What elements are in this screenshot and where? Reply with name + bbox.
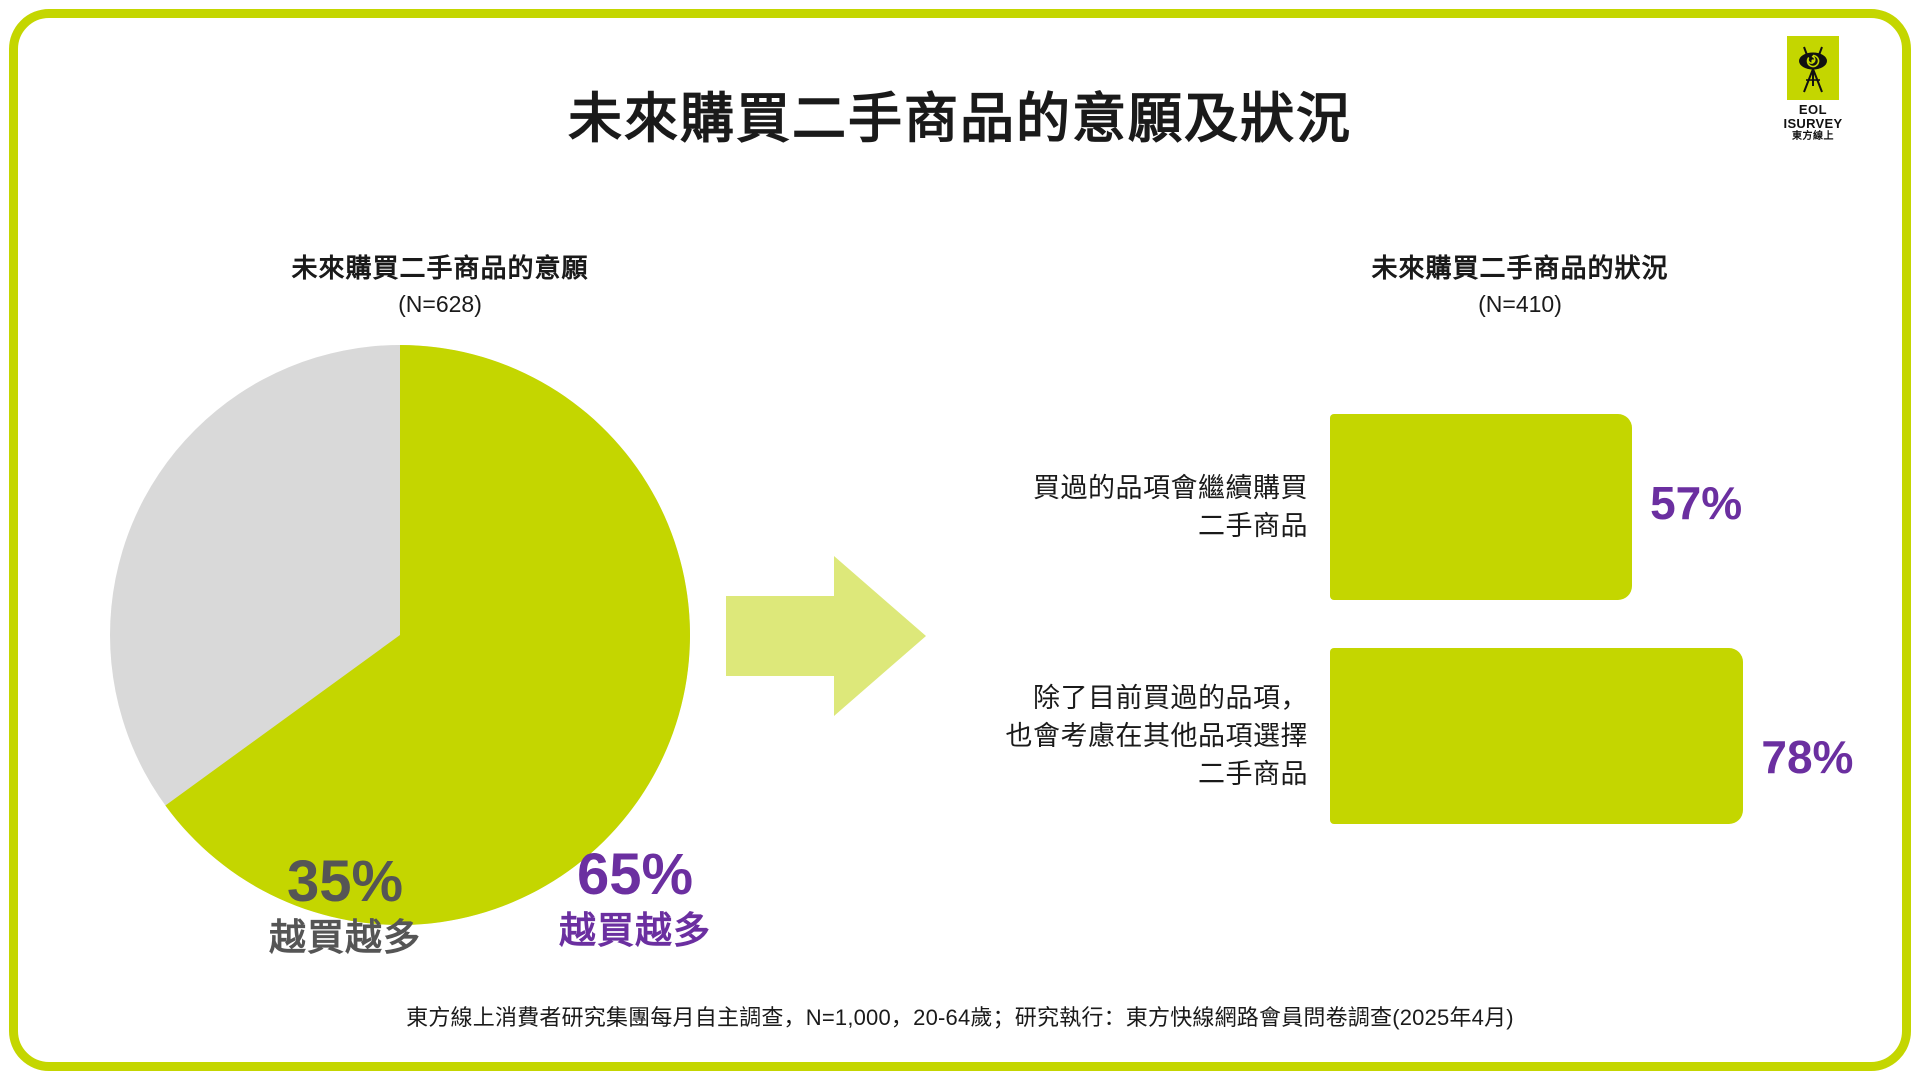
pie-gray-percent: 35% — [286, 849, 404, 914]
bar-label-2-line-1: 除了目前買過的品項， — [1033, 682, 1308, 713]
pie-lime-caption: 越買越多 — [559, 909, 711, 951]
bar-track-2: 78% — [1330, 648, 1860, 824]
bar-label-2-line-2: 也會考慮在其他品項選擇 — [1005, 720, 1308, 751]
pie-label-lime: 65% 越買越多 — [510, 842, 760, 951]
page-title: 未來購買二手商品的意願及狀況 — [568, 89, 1352, 149]
bar-label-2: 除了目前買過的品項， 也會考慮在其他品項選擇 二手商品 — [930, 679, 1330, 794]
right-arrow-svg — [726, 556, 926, 716]
pie-lime-percent: 65% — [576, 842, 694, 907]
bar-value-1: 57% — [1650, 477, 1743, 530]
pie-chart-svg — [110, 345, 690, 925]
pie-chart: 35% 越買越多 65% 越買越多 — [110, 345, 710, 958]
source-note: 東方線上消費者研究集團每月自主調查，N=1,000，20-64歲；研究執行：東方… — [406, 1005, 1514, 1030]
bar-fill-1 — [1330, 414, 1633, 600]
eol-eye-tripod-logo-icon — [1787, 36, 1839, 100]
bar-label-2-line-3: 二手商品 — [1198, 759, 1308, 790]
left-panel-title: 未來購買二手商品的意願 — [291, 253, 589, 283]
pie-slice-lime — [165, 345, 690, 925]
bar-label-1-line-2: 二手商品 — [1198, 511, 1308, 541]
bar-value-2: 78% — [1761, 731, 1854, 784]
bar-row: 買過的品項會繼續購買 二手商品 57% — [930, 414, 1860, 600]
bar-fill-2 — [1330, 648, 1744, 824]
logo-text-isurvey: ISURVEY — [1783, 115, 1843, 131]
logo-text-eol: EOL — [1798, 102, 1828, 117]
pie-gray-caption: 越買越多 — [269, 916, 421, 958]
right-panel-title: 未來購買二手商品的狀況 — [1371, 253, 1669, 283]
bar-chart: 買過的品項會繼續購買 二手商品 57% 除了目前買過的品項， 也會考慮在其他品項… — [930, 400, 1860, 830]
right-arrow-icon — [726, 556, 926, 716]
pie-label-gray: 35% 越買越多 — [230, 849, 460, 958]
bar-row: 除了目前買過的品項， 也會考慮在其他品項選擇 二手商品 78% — [930, 648, 1860, 824]
right-panel-sample-size: (N=410) — [1478, 290, 1562, 317]
logo-glyph-icon — [1787, 36, 1839, 100]
brand-logo: EOL ISURVEY 東方線上 — [1765, 36, 1861, 154]
left-panel-sample-size: (N=628) — [398, 290, 482, 317]
left-panel-heading: 未來購買二手商品的意願 (N=628) — [120, 252, 760, 318]
bar-label-1: 買過的品項會繼續購買 二手商品 — [930, 469, 1330, 546]
bar-track-1: 57% — [1330, 414, 1860, 600]
logo-text-chinese: 東方線上 — [1792, 131, 1834, 143]
bar-label-1-line-1: 買過的品項會繼續購買 — [1033, 472, 1308, 503]
right-panel-heading: 未來購買二手商品的狀況 (N=410) — [1180, 252, 1860, 318]
